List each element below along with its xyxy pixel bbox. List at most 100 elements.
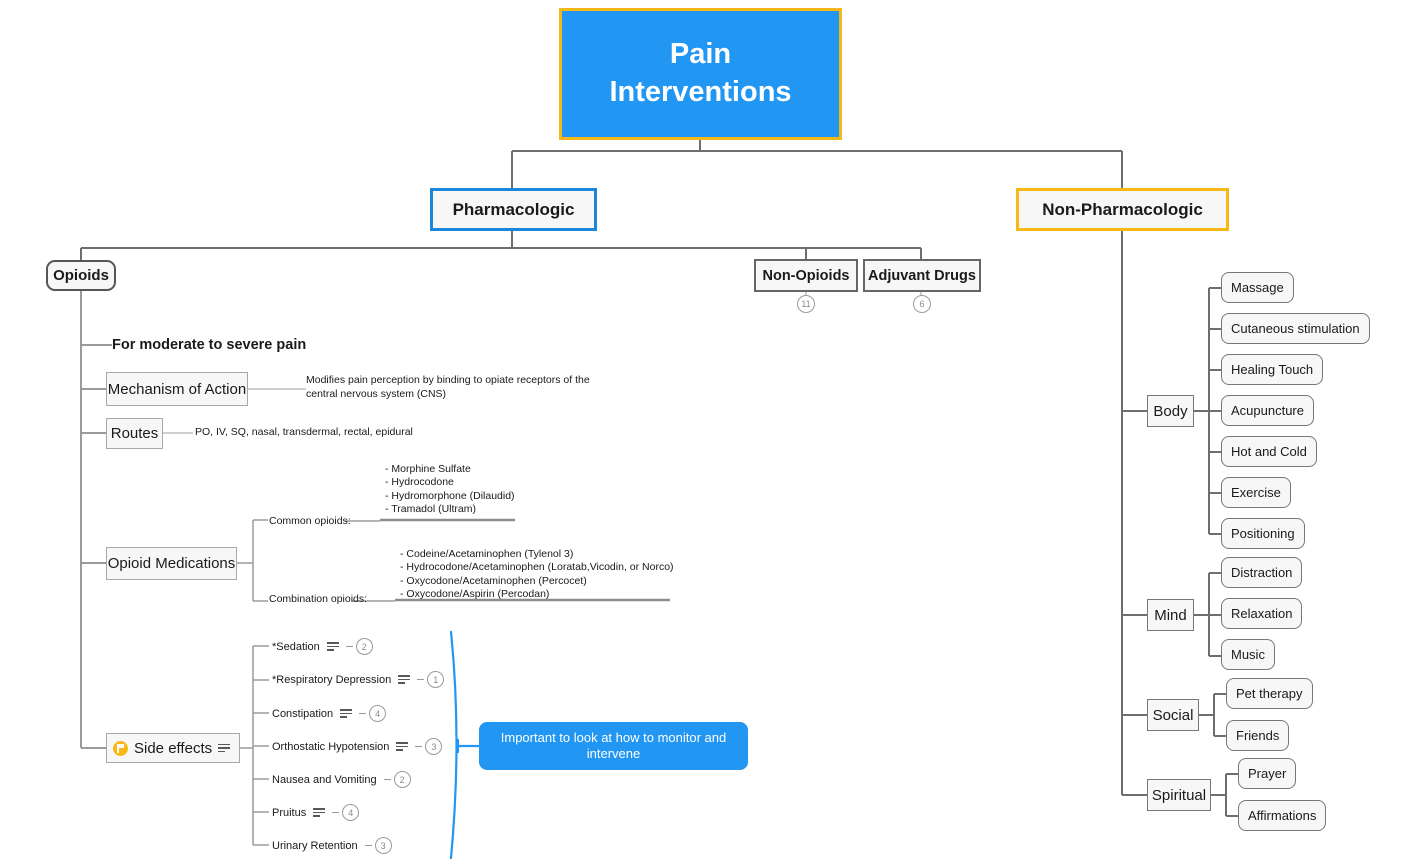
note-icon[interactable] [218,743,231,753]
node-leaf-positioning[interactable]: Positioning [1221,518,1305,549]
badge-connector [364,845,372,846]
leaf-label: Cutaneous stimulation [1231,321,1360,336]
common-opioid-item: - Tramadol (Ultram) [385,503,477,516]
side-effect-label: *Respiratory Depression [272,673,392,686]
node-routes[interactable]: Routes [106,418,163,449]
node-category-body[interactable]: Body [1147,395,1194,427]
category-label: Social [1152,706,1194,724]
leaf-label: Massage [1231,280,1284,295]
side-effect-item[interactable]: Orthostatic Hypotension 3 [272,738,443,755]
routes-description: PO, IV, SQ, nasal, transdermal, rectal, … [195,426,413,438]
badge-connector [332,812,340,813]
combination-opioid-item: - Hydrocodone/Acetaminophen (Loratab,Vic… [400,561,674,574]
badge-connector [417,679,425,680]
side-effect-badge-count[interactable]: 3 [374,837,392,854]
leaf-label: Positioning [1231,526,1295,541]
node-leaf-acupuncture[interactable]: Acupuncture [1221,395,1314,426]
node-leaf-friends[interactable]: Friends [1226,720,1290,751]
node-non-pharmacologic[interactable]: Non-Pharmacologic [1016,188,1229,231]
note-icon[interactable] [326,642,339,651]
side-effect-label: Orthostatic Hypotension [272,740,390,753]
side-effect-badge-count[interactable]: 2 [393,771,411,788]
leaf-label: Prayer [1248,766,1287,781]
flag-icon [113,740,128,756]
root-title-line1: Pain [669,38,732,71]
side-effect-item[interactable]: *Sedation 2 [272,638,373,655]
node-leaf-massage[interactable]: Massage [1221,272,1294,303]
leaf-label: Relaxation [1231,606,1293,621]
side-effect-badge-count[interactable]: 4 [369,705,387,722]
node-side-effects[interactable]: Side effects [106,733,240,763]
badge-adjuvant-drugs-count[interactable]: 6 [913,295,931,313]
category-label: Mind [1154,606,1187,624]
node-for-moderate-to-severe-pain[interactable]: For moderate to severe pain [112,335,306,355]
node-adjuvant-drugs-label: Adjuvant Drugs [868,267,976,284]
badge-connector [383,779,391,780]
label-combination-opioids[interactable]: Combination opioids: [269,593,368,605]
node-routes-label: Routes [110,425,159,442]
side-effect-item[interactable]: Urinary Retention 3 [272,837,392,854]
node-pharmacologic[interactable]: Pharmacologic [430,188,597,231]
side-effect-item[interactable]: Nausea and Vomiting 2 [272,771,411,788]
side-effect-item[interactable]: Constipation 4 [272,705,387,722]
badge-connector [415,746,423,747]
badge-connector [345,646,353,647]
badge-connector [359,713,367,714]
node-opioids-label: Opioids [53,267,109,284]
combination-opioid-item: - Oxycodone/Acetaminophen (Percocet) [400,574,587,587]
side-effect-label: Nausea and Vomiting [272,773,377,786]
node-non-pharmacologic-label: Non-Pharmacologic [1042,199,1203,219]
side-effect-badge-count[interactable]: 4 [342,804,360,821]
category-label: Spiritual [1151,786,1207,804]
leaf-label: Hot and Cold [1231,444,1307,459]
side-effect-label: Pruitus [272,806,307,819]
node-leaf-cutaneous-stimulation[interactable]: Cutaneous stimulation [1221,313,1370,344]
node-leaf-hot-and-cold[interactable]: Hot and Cold [1221,436,1317,467]
node-mechanism-of-action[interactable]: Mechanism of Action [106,372,248,406]
badge-non-opioids-count[interactable]: 11 [797,295,815,313]
side-effect-label: Constipation [272,707,334,720]
node-leaf-prayer[interactable]: Prayer [1238,758,1297,789]
combination-opioid-item: - Oxycodone/Aspirin (Percodan) [400,588,550,601]
node-category-spiritual[interactable]: Spiritual [1147,779,1211,811]
side-effect-badge-count[interactable]: 1 [427,671,445,688]
side-effect-label: *Sedation [272,640,320,653]
mechanism-of-action-description: Modifies pain perception by binding to o… [306,374,590,401]
side-effect-label: Urinary Retention [272,839,358,852]
note-icon[interactable] [313,808,326,817]
node-adjuvant-drugs[interactable]: Adjuvant Drugs [863,259,981,292]
category-label: Body [1153,402,1188,420]
leaf-label: Friends [1236,728,1280,743]
side-effect-item[interactable]: *Respiratory Depression 1 [272,671,445,688]
node-leaf-distraction[interactable]: Distraction [1221,557,1303,588]
node-leaf-exercise[interactable]: Exercise [1221,477,1291,508]
note-icon[interactable] [340,709,353,718]
node-non-opioids[interactable]: Non-Opioids [754,259,858,292]
node-opioid-medications[interactable]: Opioid Medications [106,547,237,580]
node-leaf-relaxation[interactable]: Relaxation [1221,598,1303,629]
node-leaf-music[interactable]: Music [1221,639,1275,670]
side-effect-badge-count[interactable]: 2 [355,638,373,655]
node-category-mind[interactable]: Mind [1147,599,1194,631]
node-opioids[interactable]: Opioids [46,260,116,291]
side-effect-item[interactable]: Pruitus 4 [272,804,360,821]
root-node-pain-interventions[interactable]: Pain Interventions [559,8,842,140]
node-leaf-pet-therapy[interactable]: Pet therapy [1226,678,1313,709]
node-leaf-affirmations[interactable]: Affirmations [1238,800,1327,831]
combination-opioid-item: - Codeine/Acetaminophen (Tylenol 3) [400,548,574,560]
node-category-social[interactable]: Social [1147,699,1199,731]
callout-monitor-and-intervene[interactable]: Important to look at how to monitor and … [479,722,748,770]
note-icon[interactable] [398,675,411,684]
leaf-label: Pet therapy [1236,686,1303,701]
list-common-opioids: - Morphine Sulfate- Hydrocodone- Hydromo… [385,463,515,517]
side-effect-badge-count[interactable]: 3 [425,738,443,755]
common-opioid-item: - Hydromorphone (Dilaudid) [385,489,515,502]
label-common-opioids[interactable]: Common opioids: [269,515,351,527]
node-mechanism-label: Mechanism of Action [107,380,247,398]
leaf-label: Healing Touch [1231,362,1314,377]
node-leaf-healing-touch[interactable]: Healing Touch [1221,354,1324,385]
leaf-label: Exercise [1231,485,1281,500]
node-side-effects-label: Side effects [134,739,213,757]
node-moderate-severe-label: For moderate to severe pain [112,337,307,353]
note-icon[interactable] [396,742,409,751]
